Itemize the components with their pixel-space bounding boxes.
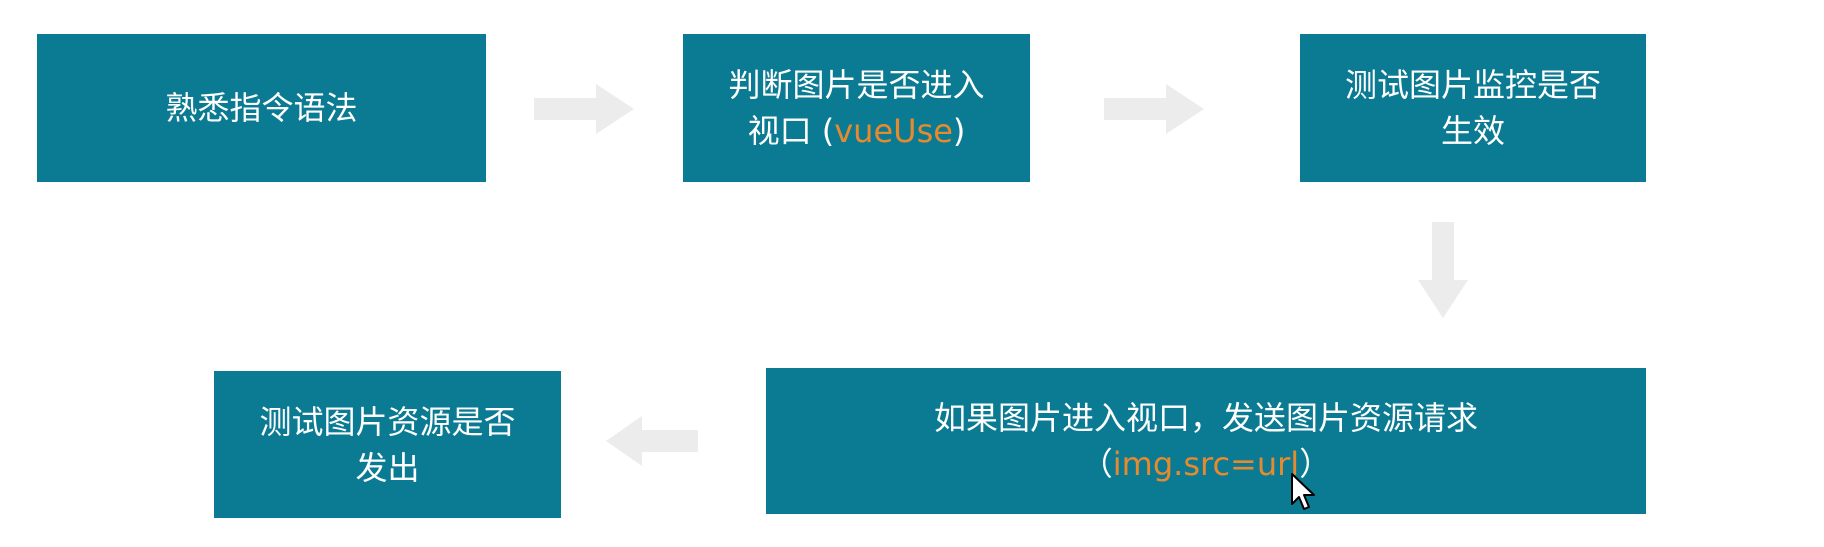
step-2-line-1: 判断图片是否进入 (728, 66, 985, 104)
step-3-line-2: 生效 (1440, 112, 1505, 150)
step-4-line-2-suffix: ） (1299, 445, 1332, 483)
step-box-3: 测试图片监控是否 生效 (1300, 34, 1646, 182)
step-box-2: 判断图片是否进入 视口 (vueUse) (683, 34, 1030, 182)
step-3-line-1: 测试图片监控是否 (1344, 66, 1601, 104)
arrow-left-1 (606, 416, 698, 466)
step-5-line-1: 测试图片资源是否 (259, 402, 516, 441)
arrow-right-1 (534, 84, 634, 134)
step-4-line-2: （img.src=url） (934, 441, 1478, 487)
step-4-line-1: 如果图片进入视口，发送图片资源请求 (933, 399, 1478, 437)
step-5-line-2: 发出 (355, 448, 420, 487)
step-2-line-2-suffix: ) (952, 112, 966, 150)
step-2-line-2-prefix: 视口 ( (747, 112, 835, 150)
step-4-line-2-prefix: （ (1080, 445, 1113, 483)
mouse-pointer-icon (1291, 473, 1315, 510)
step-4-highlight: img.src=url (1112, 445, 1300, 483)
step-box-1: 熟悉指令语法 (37, 34, 486, 182)
arrow-down-1 (1418, 222, 1468, 318)
step-1-line-1: 熟悉指令语法 (165, 89, 358, 127)
step-2-line-2: 视口 (vueUse) (728, 108, 984, 154)
step-2-highlight: vueUse (834, 112, 953, 150)
step-box-5: 测试图片资源是否 发出 (214, 371, 561, 518)
step-box-4: 如果图片进入视口，发送图片资源请求 （img.src=url） (766, 368, 1646, 514)
arrow-right-2 (1104, 84, 1204, 134)
